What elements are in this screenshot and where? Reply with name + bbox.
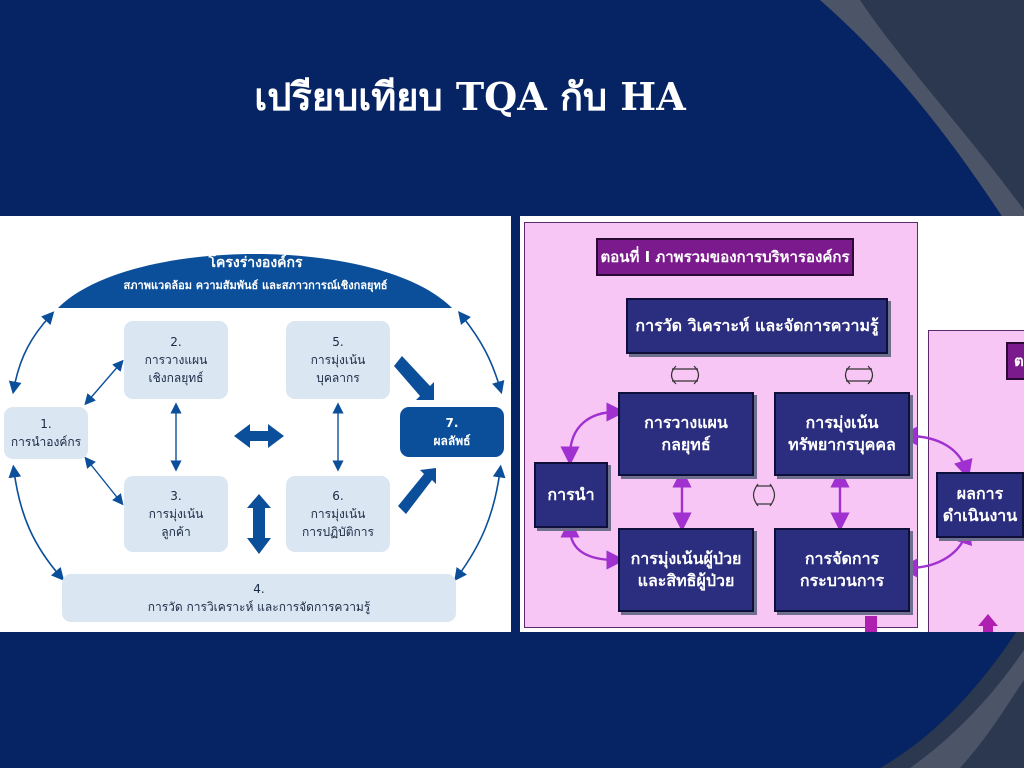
ha-box-results: ผลการ ดำเนินงาน	[936, 472, 1024, 538]
tqa-box-customer-focus: 3. การมุ่งเน้น ลูกค้า	[124, 476, 228, 552]
tqa-diagram: โครงร่างองค์กร สภาพแวดล้อม ความสัมพันธ์ …	[0, 216, 511, 632]
ha-box-measurement: การวัด วิเคราะห์ และจัดการความรู้	[626, 298, 888, 354]
ha-box-patient-focus: การมุ่งเน้นผู้ป่วย และสิทธิผู้ป่วย	[618, 528, 754, 612]
curve-arrow-bottom-right	[454, 464, 506, 582]
ha-box-leadership: การนำ	[534, 462, 608, 528]
link-symbol-left	[670, 365, 700, 385]
curve-arrow-top-left	[8, 311, 55, 395]
arrow-lead-to-plan	[560, 402, 626, 466]
ha-diagram-graphics	[560, 365, 998, 632]
double-arrow-horizontal	[234, 424, 284, 448]
double-arrow-vertical	[247, 494, 271, 554]
ha-box-process-management: การจัดการ กระบวนการ	[774, 528, 910, 612]
arrow-5-to-7	[394, 356, 434, 400]
tqa-diagram-graphics	[8, 254, 506, 582]
bottom-marker-square	[865, 616, 877, 632]
link-symbol-center	[752, 483, 776, 507]
organizational-profile-title: โครงร่างองค์กร	[208, 255, 303, 271]
tqa-box-results: 7. ผลลัพธ์	[400, 407, 504, 457]
slide-title: เปรียบเทียบ TQA กับ HA	[254, 74, 686, 119]
link-symbol-right	[844, 365, 874, 385]
tqa-box-measurement: 4. การวัด การวิเคราะห์ และการจัดการความร…	[62, 574, 456, 622]
tqa-box-strategic-planning: 2. การวางแผน เชิงกลยุทธ์	[124, 321, 228, 399]
ha-diagram: ตอนที่ I ภาพรวมของการบริหารองค์กร ต การว…	[520, 216, 1024, 632]
curve-arrow-top-right	[458, 311, 505, 395]
bottom-marker-up-arrow	[978, 614, 998, 632]
arrow-6-to-7	[398, 468, 436, 514]
arrow-process-to-results	[898, 524, 973, 578]
arrow-1-2	[84, 359, 124, 406]
arrow-hr-to-results	[898, 426, 973, 480]
arrow-1-3	[84, 456, 124, 506]
tqa-box-workforce-focus: 5. การมุ่งเน้น บุคลากร	[286, 321, 390, 399]
organizational-profile-subtitle: สภาพแวดล้อม ความสัมพันธ์ และสภาวการณ์เชิ…	[123, 279, 388, 292]
tqa-box-leadership: 1. การนำองค์กร	[4, 407, 88, 459]
ha-box-strategic-planning: การวางแผน กลยุทธ์	[618, 392, 754, 476]
curve-arrow-bottom-left	[8, 464, 65, 581]
tqa-box-operations-focus: 6. การมุ่งเน้น การปฏิบัติการ	[286, 476, 390, 552]
ha-part1-header: ตอนที่ I ภาพรวมของการบริหารองค์กร	[596, 238, 854, 276]
organizational-profile-arch	[58, 254, 452, 308]
arrow-lead-to-patient	[560, 518, 626, 570]
ha-side-header: ต	[1006, 342, 1024, 380]
ha-box-hr-focus: การมุ่งเน้น ทรัพยากรบุคคล	[774, 392, 910, 476]
